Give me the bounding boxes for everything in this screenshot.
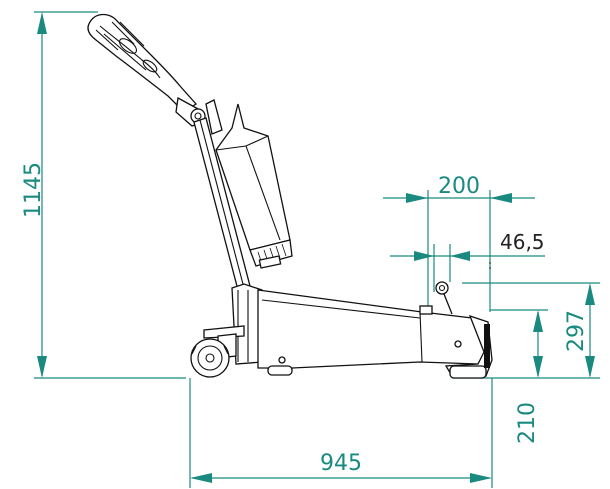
tiller-arm [193,99,251,291]
dimension-1145: 1145 [21,11,186,379]
dimension-label-46-5: 46,5 [500,230,545,254]
dimension-200: 200 [383,174,535,312]
chassis [257,289,487,369]
handle-grip [87,13,206,127]
lift-lever [435,281,453,315]
dimension-label-1145: 1145 [21,162,46,218]
pallet-truck-drawing [87,13,493,379]
dimension-label-945: 945 [320,451,362,476]
dimension-945: 945 [189,378,493,488]
drive-wheel [267,365,293,376]
dimension-210: 210 [490,309,548,444]
motor-housing [215,103,293,269]
steering-caster [190,325,245,378]
dimension-label-297: 297 [564,310,589,352]
dimension-label-210: 210 [515,402,540,444]
dimension-46-5: 46,5 [390,230,545,292]
load-roller [444,314,493,379]
dimension-label-200: 200 [438,174,480,199]
